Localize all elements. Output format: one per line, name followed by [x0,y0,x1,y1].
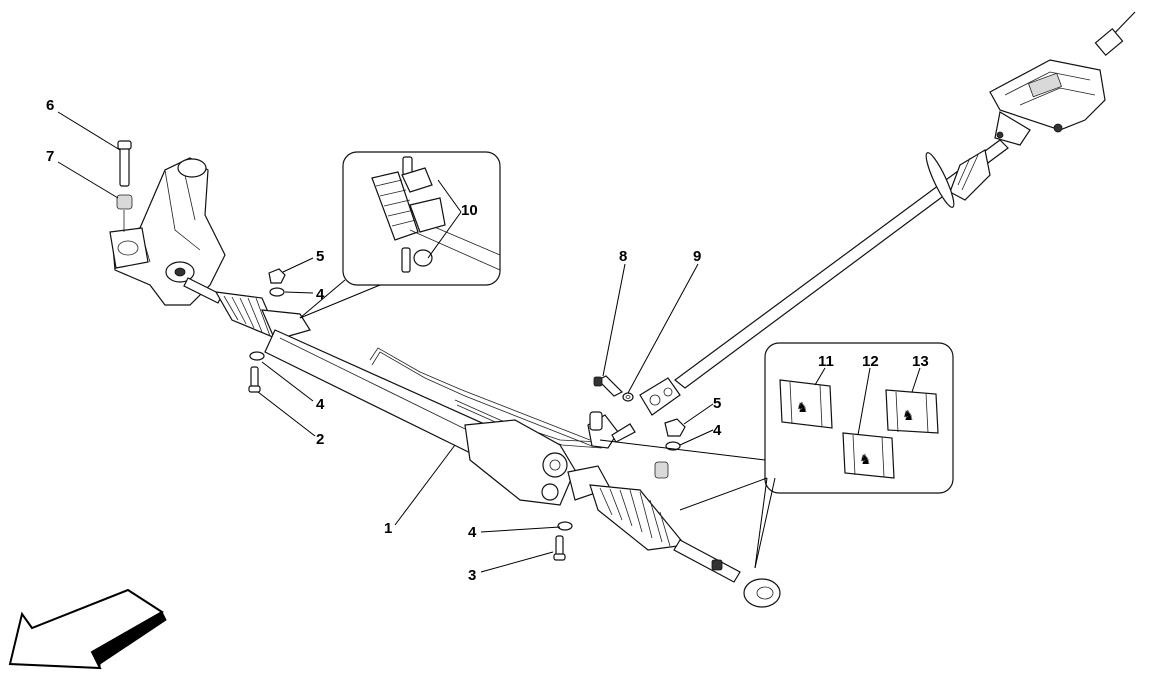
callout-2: 2 [316,431,324,448]
callout-13: 13 [912,353,929,370]
nut-5-right [664,418,686,437]
bolt-2 [248,366,261,393]
bolt-6 [117,140,132,187]
callout-4-upper-right: 4 [713,422,722,439]
callout-1: 1 [384,520,392,537]
callout-3: 3 [468,567,476,584]
leader-lines [57,111,921,573]
callout-11: 11 [818,353,834,370]
clamp-detail-inset [299,151,501,319]
callout-7: 7 [46,148,54,165]
callout-8: 8 [619,248,627,265]
bushing-right [654,461,669,479]
steering-knuckle [109,157,226,306]
bushing-7 [116,194,133,232]
callout-4-lower-right: 4 [468,524,477,541]
callout-4-upper-left: 4 [316,286,325,303]
bolt-3 [553,535,566,561]
prancing-horse-emblem-icon: ♞ [796,399,809,415]
washer-9 [622,392,634,402]
callout-4-lower-left: 4 [316,396,325,413]
callout-12: 12 [862,353,879,370]
callout-5-right: 5 [713,395,721,412]
callout-10: 10 [461,202,478,219]
callout-labels: 6 7 5 4 4 2 1 4 3 8 9 5 4 10 11 12 13 [46,97,929,584]
steering-column [674,11,1136,389]
washer-4-lower-right [557,521,573,531]
universal-joint [639,377,681,416]
boot-covers-inset: ♞ ♞ ♞ [599,342,954,569]
washer-4-upper-left [269,287,285,297]
steering-rack [165,261,781,608]
washer-4-lower-left [249,351,265,361]
callout-6: 6 [46,97,54,114]
callout-9: 9 [693,248,701,265]
nut-5-left [268,268,286,284]
pinch-bolt [593,375,624,397]
prancing-horse-emblem-icon: ♞ [902,407,915,423]
prancing-horse-emblem-icon: ♞ [859,451,872,467]
front-direction-arrow-icon [8,588,167,670]
callout-5-left: 5 [316,248,324,265]
